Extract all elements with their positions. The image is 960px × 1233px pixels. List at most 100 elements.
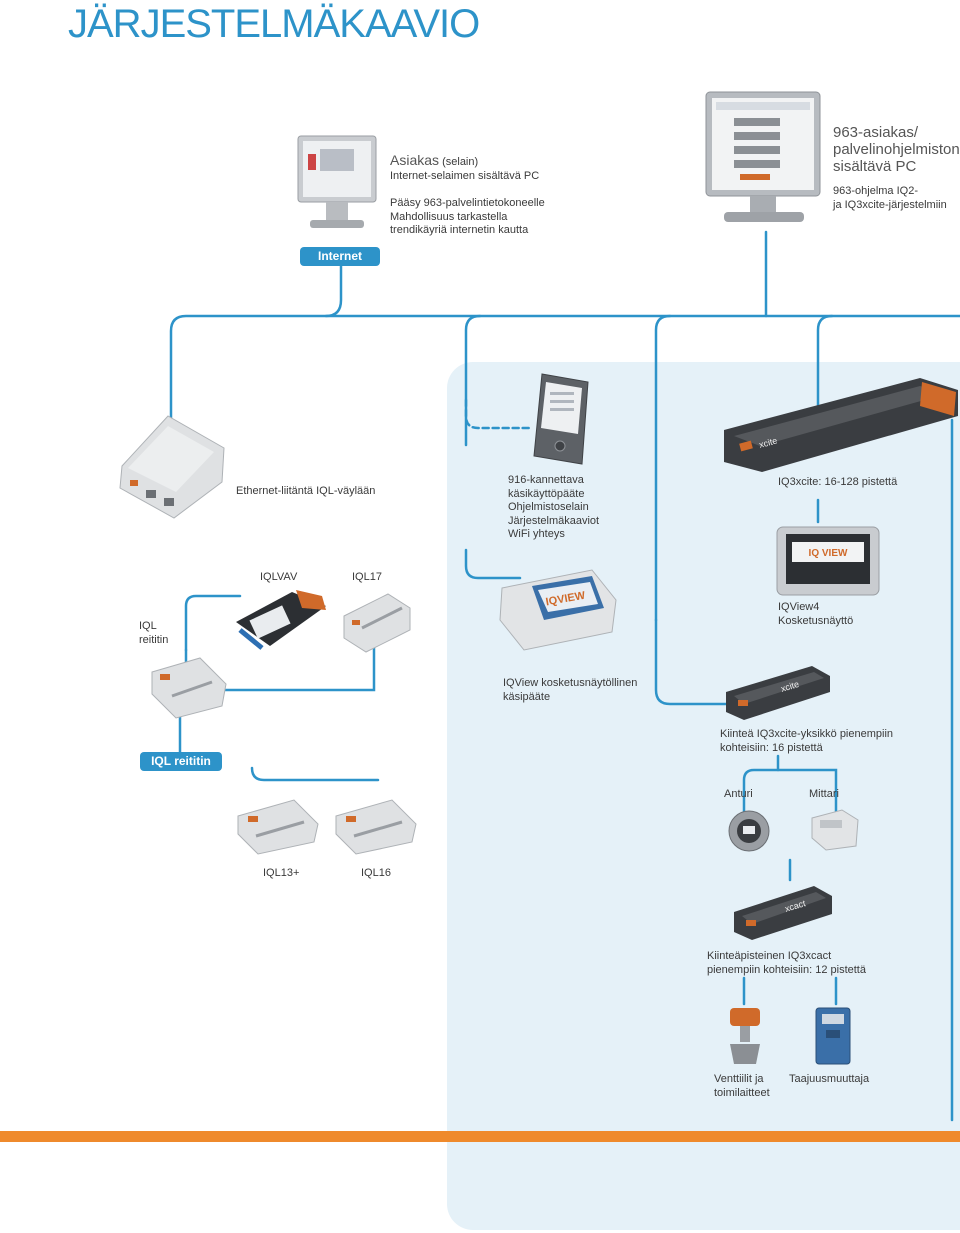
iqview-handheld-image: IQVIEW: [496, 566, 620, 652]
iql-router-line-2: reititin: [139, 633, 169, 646]
fixed-iq3xcite-image: xcite: [722, 662, 832, 722]
sensor-image: [726, 808, 772, 854]
client-line-4: trendikäyriä internetin kautta: [390, 224, 529, 236]
xcact-description: Kiinteäpisteinen IQ3xcact pienempiin koh…: [707, 950, 866, 977]
branch-handheld: [464, 314, 482, 447]
iqview-line-1: IQView kosketusnäytöllinen: [503, 677, 638, 689]
server-description: 963-asiakas/ palvelinohjelmiston sisältä…: [833, 124, 960, 212]
wifi-dashed: [464, 398, 532, 430]
iql-module-icon: [335, 799, 417, 855]
client-pc-image: [296, 134, 378, 234]
valves-line-2: toimilaitteet: [714, 1086, 770, 1099]
client-description: Asiakas (selain) Internet-selaimen sisäl…: [390, 152, 545, 238]
touchscreen-icon: IQ VIEW: [776, 526, 880, 596]
monitor-icon: [297, 135, 377, 228]
client-line-1: Internet-selaimen sisältävä PC: [390, 169, 540, 182]
fixed-unit-description: Kiinteä IQ3xcite-yksikkö pienempiin koht…: [720, 728, 893, 755]
branch-iq3: [816, 314, 834, 452]
sensor-label: Anturi: [724, 788, 753, 800]
handheld-line-1: 916-kannettava: [508, 474, 584, 486]
client-line-3: Mahdollisuus tarkastella: [390, 210, 508, 223]
iql-module-icon: [343, 593, 411, 653]
iql-router-label: IQL reititin: [139, 620, 168, 647]
iqview4-description: IQView4 Kosketusnäyttö: [778, 601, 853, 628]
ethernet-interface-image: [116, 408, 228, 524]
iqview-description: IQView kosketusnäytöllinen käsipääte: [503, 677, 637, 704]
iql-router-image: [148, 654, 228, 720]
iql16-image: [332, 796, 418, 856]
monitor-icon: [705, 91, 821, 222]
iqview-terminal-icon: IQVIEW: [499, 569, 617, 651]
fixed-line-2: kohteisiin: 16 pistettä: [720, 741, 823, 754]
iql-router-line-1: IQL: [139, 620, 157, 632]
server-line-2: ja IQ3xcite-järjestelmiin: [833, 198, 947, 211]
client-line-2: Pääsy 963-palvelintietokoneelle: [390, 197, 545, 209]
vfd-image: [814, 1006, 852, 1066]
server-line-1: 963-ohjelma IQ2-: [833, 185, 918, 197]
fixed-controller-icon: xcite: [726, 666, 830, 720]
iqlvav-label: IQLVAV: [260, 571, 298, 583]
valve-actuator-image: [722, 1004, 768, 1070]
iqview4-line-1: IQView4: [778, 601, 820, 613]
meter-image: [808, 806, 860, 852]
router-module-icon: [151, 657, 227, 719]
fixed-unit-line: [654, 618, 732, 706]
iq3xcact-image: xcact: [730, 882, 834, 944]
valve-icon: [730, 1008, 760, 1064]
page-title: JÄRJESTELMÄKAAVIO: [68, 2, 480, 46]
handheld-line-4: Järjestelmäkaaviot: [508, 514, 600, 527]
handheld-line-5: WiFi yhteys: [508, 528, 565, 540]
iql16-label: IQL16: [361, 867, 391, 879]
vav-controller-icon: [236, 590, 326, 650]
handheld-description: 916-kannettava käsikäyttöpääte Ohjelmist…: [508, 474, 599, 542]
server-heading-2: palvelinohjelmiston: [833, 141, 960, 158]
iqview4-image: IQ VIEW: [776, 526, 880, 596]
client-heading-suffix: (selain): [442, 156, 479, 168]
iqlvav-line: [184, 594, 242, 652]
valves-line-1: Venttiilit ja: [714, 1073, 764, 1085]
handheld-terminal-image: [528, 372, 594, 468]
valves-description: Venttiilit ja toimilaitteet: [714, 1073, 770, 1100]
iq3xcite-label: IQ3xcite: 16-128 pistettä: [778, 476, 898, 488]
drive-icon: [815, 1007, 851, 1065]
handheld-line-3: Ohjelmistoselain: [508, 501, 589, 513]
iql17-label: IQL17: [352, 571, 382, 583]
server-heading-3: sisältävä PC: [833, 158, 917, 175]
branch-iqview: [654, 314, 672, 622]
fixed-line-1: Kiinteä IQ3xcite-yksikkö pienempiin: [720, 728, 894, 740]
backbone-line: [169, 263, 343, 447]
iql13-line: [250, 766, 380, 782]
server-pc-image: [700, 88, 830, 228]
client-heading: Asiakas: [390, 152, 440, 168]
iql13-image: [234, 796, 320, 856]
iql-router-tag: IQL reititin: [140, 752, 222, 771]
sensor-icon: [728, 810, 770, 852]
controller-icon: xcite: [724, 378, 958, 472]
sensor-line: [742, 768, 838, 814]
meter-icon: [811, 809, 859, 851]
iqview4-screen-text: IQ VIEW: [809, 548, 848, 559]
xcact-line-1: Kiinteäpisteinen IQ3xcact: [707, 950, 832, 962]
ethernet-label: Ethernet-liitäntä IQL-väylään: [236, 485, 376, 497]
internet-tag: Internet: [300, 247, 380, 266]
vfd-label: Taajuusmuuttaja: [789, 1073, 870, 1085]
iql17-image: [340, 590, 412, 656]
footer-bar: [0, 1131, 960, 1142]
pda-icon: [533, 373, 589, 465]
router-box-icon: [119, 415, 225, 519]
meter-label: Mittari: [809, 788, 839, 800]
iql13-label: IQL13+: [263, 867, 300, 879]
iqview4-line-2: Kosketusnäyttö: [778, 614, 854, 627]
iql-module-icon: [237, 799, 319, 855]
handheld-line-2: käsikäyttöpääte: [508, 487, 585, 500]
iqlvav-image: [232, 586, 328, 658]
svg-text:xcite: xcite: [758, 435, 778, 449]
iqview-line-2: käsipääte: [503, 690, 551, 703]
iq3xcite-controller-image: xcite: [720, 372, 960, 476]
wireless-zone-panel: [447, 362, 960, 1230]
server-heading-1: 963-asiakas/: [833, 124, 919, 141]
iqview-line: [464, 548, 522, 580]
xcact-line-2: pienempiin kohteisiin: 12 pistettä: [707, 963, 866, 976]
